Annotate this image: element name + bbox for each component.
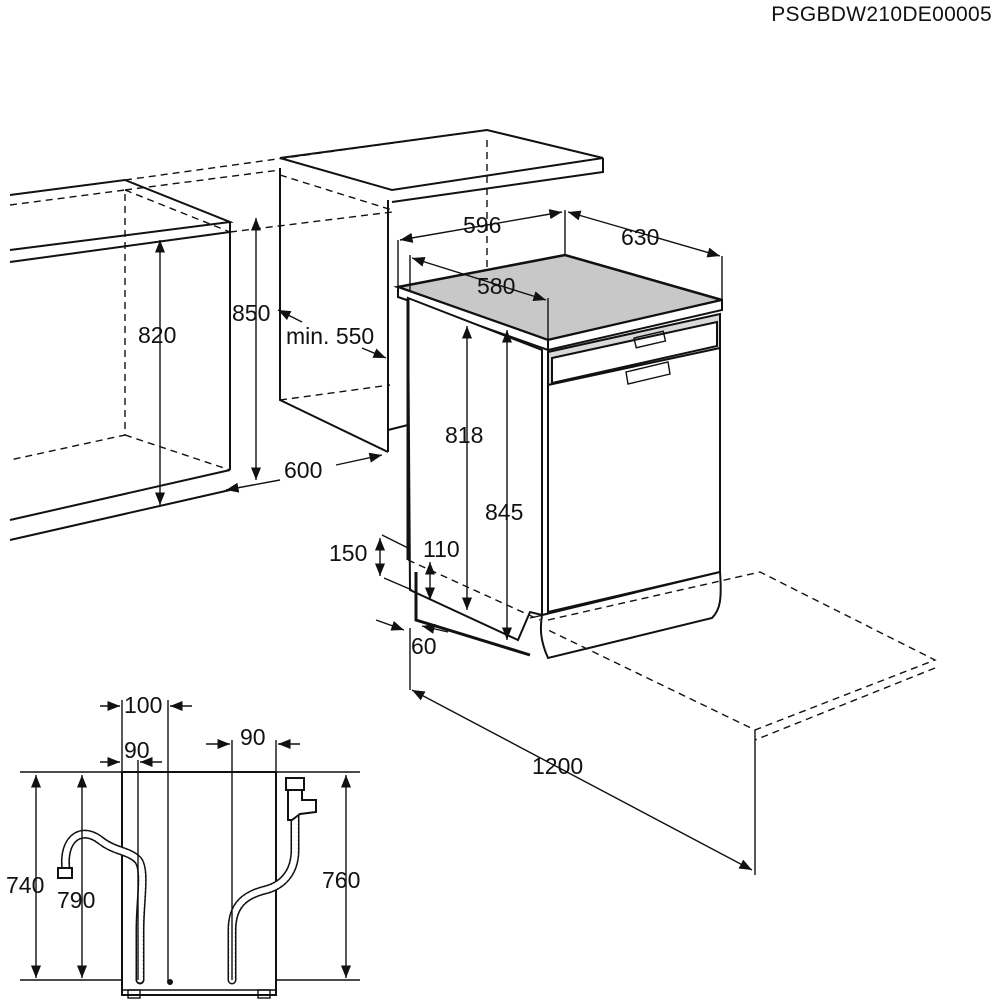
document-code: PSGBDW210DE00005 — [771, 3, 992, 26]
dim-150: 150 — [329, 540, 367, 566]
dim-760: 760 — [322, 867, 360, 893]
left-cabinet — [9, 178, 234, 541]
dim-845: 845 — [485, 499, 523, 525]
dim-596: 596 — [463, 212, 501, 238]
dim-110: 110 — [423, 536, 460, 562]
inlet-hose — [227, 777, 317, 985]
dim-60: 60 — [411, 633, 437, 659]
dim-1200: 1200 — [532, 753, 583, 779]
rear-view — [20, 700, 360, 999]
dim-820: 820 — [138, 322, 176, 348]
dim-790: 790 — [57, 887, 95, 913]
dim-850: 850 — [232, 300, 270, 326]
dim-100: 100 — [124, 692, 162, 718]
dim-min-550: min. 550 — [286, 323, 374, 349]
dim-90-left: 90 — [124, 737, 150, 763]
dim-818: 818 — [445, 422, 483, 448]
drain-hose — [57, 829, 147, 985]
rear-view-labels: 100 90 90 740 790 760 — [6, 692, 360, 913]
dimension-labels: 596 630 580 820 850 min. 550 818 845 600… — [138, 212, 659, 779]
dimension-lines — [154, 209, 756, 875]
dim-580: 580 — [477, 273, 515, 299]
dishwasher — [393, 253, 723, 660]
dim-90-right: 90 — [240, 724, 266, 750]
dim-600: 600 — [284, 457, 322, 483]
dim-740: 740 — [6, 872, 44, 898]
dim-630: 630 — [621, 224, 659, 250]
